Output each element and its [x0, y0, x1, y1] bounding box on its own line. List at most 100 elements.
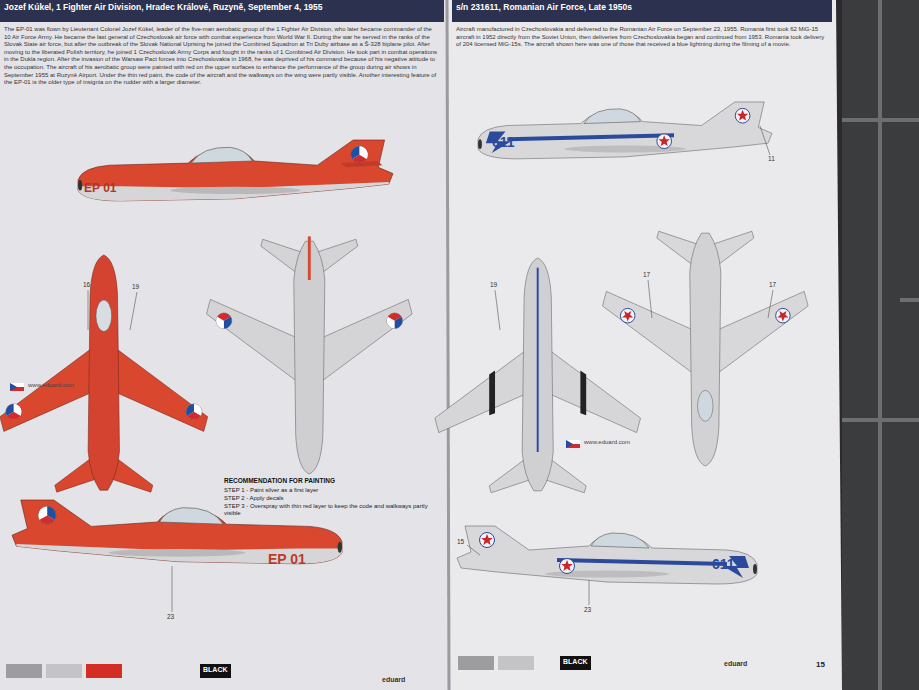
leader-lines-part [172, 566, 173, 612]
611-bottom-view-part [522, 258, 553, 491]
ep01-side-profile-right-part [38, 507, 56, 525]
paint-name: BLACK [203, 666, 228, 674]
ep01-side-profile-right-part [159, 508, 223, 525]
paint-chips-part [46, 664, 82, 678]
ep01-side-profile [78, 140, 393, 201]
paint-chips-part [458, 656, 494, 670]
611-side-profile [478, 102, 772, 159]
callout-number: 11 [768, 155, 775, 163]
611-bottom-view-part [537, 268, 539, 452]
callout-number: 19 [132, 283, 139, 291]
ep01-bottom-view-part [216, 313, 232, 329]
ep01-side-profile-part [78, 180, 82, 191]
611-side-profile-part [478, 139, 482, 149]
leader-lines [88, 126, 773, 612]
aircraft-code: EP 01 [84, 181, 116, 195]
611-top-view-part [690, 233, 721, 466]
leader-lines-part [130, 292, 137, 330]
611-side-profile-right-part [753, 564, 757, 574]
ep01-bottom-view-part [308, 236, 311, 280]
booklet-pages-part-part [900, 298, 919, 302]
ep01-top-view-part [96, 300, 112, 331]
611-side-profile-part [584, 109, 641, 124]
611-top-view [602, 231, 808, 466]
header-text: s/n 231611, Romanian Air Force, Late 195… [456, 2, 828, 12]
callout-number: 15 [457, 538, 464, 546]
paint-chip: BLACK [200, 664, 231, 678]
profile-header: s/n 231611, Romanian Air Force, Late 195… [452, 0, 832, 22]
callout-number: 19 [490, 281, 497, 289]
booklet-pages-part-part [842, 418, 919, 422]
611-side-profile-right-part [560, 559, 575, 574]
paint-name: BLACK [563, 658, 588, 666]
booklet-pages-part [842, 0, 919, 690]
paint-chips-part [86, 664, 122, 678]
611-side-profile-part [735, 108, 750, 123]
callout-number: 23 [584, 606, 591, 614]
ep01-side-profile-part [191, 147, 252, 163]
ep01-side-profile-part [78, 140, 393, 201]
611-side-profile-right-part [591, 533, 649, 548]
czech-flag-part [566, 440, 573, 448]
ep01-bottom-view [206, 236, 412, 474]
paint-chips-part [498, 656, 534, 670]
web-address: www.eduard.com [28, 382, 74, 389]
leader-lines-part [760, 126, 770, 155]
czech-flag [10, 383, 580, 448]
callout-number: 17 [643, 271, 650, 279]
painting-step: STEP 3 - Overspray with thin red layer t… [224, 503, 429, 518]
611-top-view-part [620, 308, 635, 323]
paint-chip: BLACK [560, 656, 591, 670]
611-side-profile-right [457, 526, 757, 584]
header-text: Jozef Kúkel, 1 Fighter Air Division, Hra… [4, 2, 440, 12]
callout-number: 17 [769, 281, 776, 289]
ep01-top-view-part [186, 404, 202, 420]
painting-heading: RECOMMENDATION FOR PAINTING [224, 477, 335, 485]
painting-step: STEP 1 - Paint silver as a first layer [224, 487, 318, 494]
booklet-pages-part-part [842, 118, 919, 122]
ep01-side-profile-part [170, 187, 300, 194]
booklet-pages-part [446, 0, 842, 690]
611-side-profile-part [507, 133, 674, 141]
paint-chips [6, 656, 534, 678]
callout-number: 23 [167, 613, 174, 621]
aircraft-code: 611 [712, 556, 735, 573]
paint-chips-part [6, 664, 42, 678]
brand-logo: eduard [382, 676, 405, 684]
leader-lines-part [768, 290, 773, 318]
painting-step: STEP 2 - Apply decals [224, 495, 284, 502]
callout-number: 16 [83, 281, 90, 289]
booklet-pages-part [842, 0, 919, 690]
611-top-view-part [776, 308, 791, 323]
611-side-profile-right-part [457, 526, 757, 584]
leader-lines-part [648, 280, 652, 318]
ep01-side-profile-right-part [109, 549, 245, 557]
brand-logo: eduard [724, 660, 747, 668]
ep01-top-view-part [6, 404, 22, 420]
czech-flag-part [10, 383, 17, 391]
booklet-pages-part [447, 0, 449, 690]
611-side-profile-right-part [557, 558, 727, 566]
611-top-view-part [698, 390, 714, 421]
ep01-side-profile-part [78, 182, 389, 201]
page-number: 15 [816, 660, 825, 670]
leader-lines-part [88, 290, 89, 330]
611-side-profile-part [657, 134, 672, 149]
profile-header: Jozef Kúkel, 1 Fighter Air Division, Hra… [0, 0, 444, 22]
ep01-bottom-view-part [387, 313, 403, 329]
aircraft-code: EP 01 [268, 551, 306, 568]
leader-lines-part [589, 580, 590, 605]
history-text: Aircraft manufactured in Czechoslovakia … [456, 26, 826, 49]
ep01-side-profile-part [351, 146, 368, 163]
web-address: www.eduard.com [584, 439, 630, 446]
booklet-pages-part-part [878, 0, 882, 690]
611-side-profile-right-part [480, 533, 495, 548]
leader-lines-part [467, 545, 480, 555]
ep01-top-view-part [88, 255, 119, 490]
ep01-side-profile-right-part [338, 542, 342, 553]
ep01-top-view [0, 255, 208, 492]
booklet-pages-part [0, 0, 449, 690]
